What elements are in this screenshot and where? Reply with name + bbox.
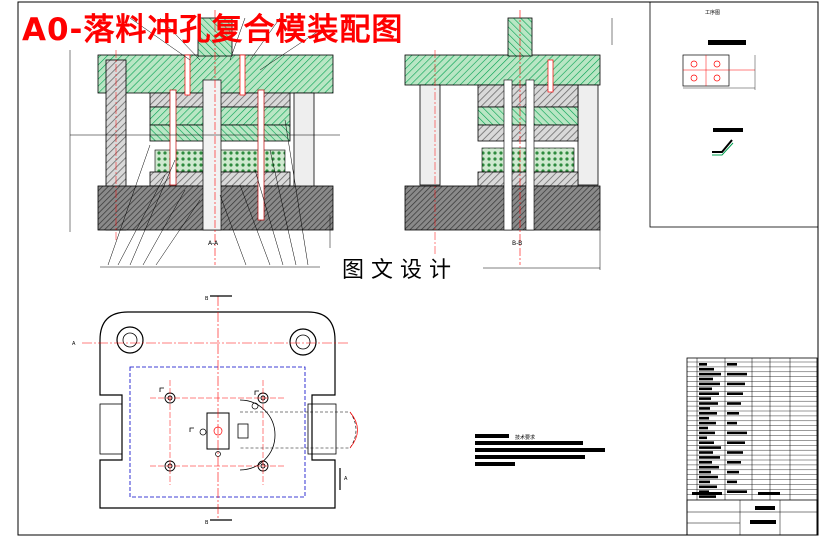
side-lower-base	[404, 185, 601, 231]
drawing-title: A0-落料冲孔复合模装配图	[22, 12, 403, 48]
side-screw	[547, 59, 554, 93]
side-shank	[507, 17, 533, 57]
side-guide-post-left	[419, 84, 441, 186]
bent-part-icon	[712, 139, 734, 156]
bill-of-materials	[686, 357, 818, 536]
sheet-border	[17, 1, 819, 536]
punch-right	[257, 89, 265, 221]
plan-view: B B A A	[72, 295, 358, 526]
guide-hole-left	[116, 326, 144, 354]
punch-center	[202, 79, 222, 231]
cut-marker-a-left: A	[72, 341, 76, 347]
screw-1	[184, 54, 191, 96]
side-punch-a	[503, 79, 513, 231]
screw-2	[239, 54, 246, 96]
strip-bottom-bar	[713, 128, 743, 132]
side-section-label: B-B	[512, 240, 522, 247]
cut-marker-b-bottom: B	[205, 520, 209, 526]
side-section-view: B-B	[404, 10, 613, 270]
feed-strip-dashed	[240, 411, 357, 449]
process-panel: 工序图	[649, 1, 819, 228]
guide-hole-right	[289, 328, 317, 356]
front-section-view: A-A	[69, 10, 340, 268]
punch-left	[169, 89, 177, 186]
tech-requirements: 技术要求	[475, 434, 605, 466]
guide-post-right	[293, 92, 315, 189]
die-base-outline	[99, 311, 336, 509]
tech-requirements-heading: 技术要求	[515, 434, 535, 441]
title-block	[686, 492, 818, 536]
strip-top-bar	[708, 40, 746, 45]
cut-marker-a-right: A	[344, 476, 348, 482]
blank-outline	[129, 366, 306, 498]
process-strip-part	[682, 54, 756, 90]
caption-backdrop	[333, 254, 483, 284]
side-upper-plate	[404, 54, 601, 86]
front-section-label: A-A	[208, 240, 219, 247]
watermark-caption: 图 文 设 计	[342, 258, 451, 283]
side-guide-post-right	[577, 84, 599, 186]
cut-marker-b-top: B	[205, 296, 209, 302]
side-punch-b	[525, 79, 535, 231]
process-panel-title: 工序图	[705, 9, 720, 16]
